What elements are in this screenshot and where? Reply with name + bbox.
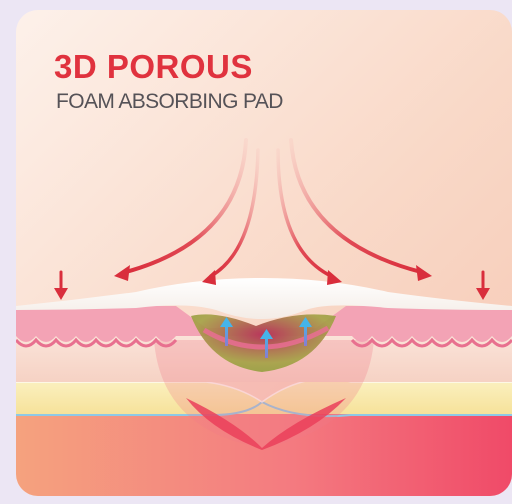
headline-title: 3D POROUS <box>54 48 253 86</box>
headline-subtitle: FOAM ABSORBING PAD <box>56 90 283 114</box>
airflow-arrows-icon <box>114 140 432 285</box>
product-illustration-card: 3D POROUS FOAM ABSORBING PAD <box>16 10 512 496</box>
downward-arrow-left-icon <box>54 272 68 300</box>
downward-arrow-right-icon <box>476 272 490 300</box>
